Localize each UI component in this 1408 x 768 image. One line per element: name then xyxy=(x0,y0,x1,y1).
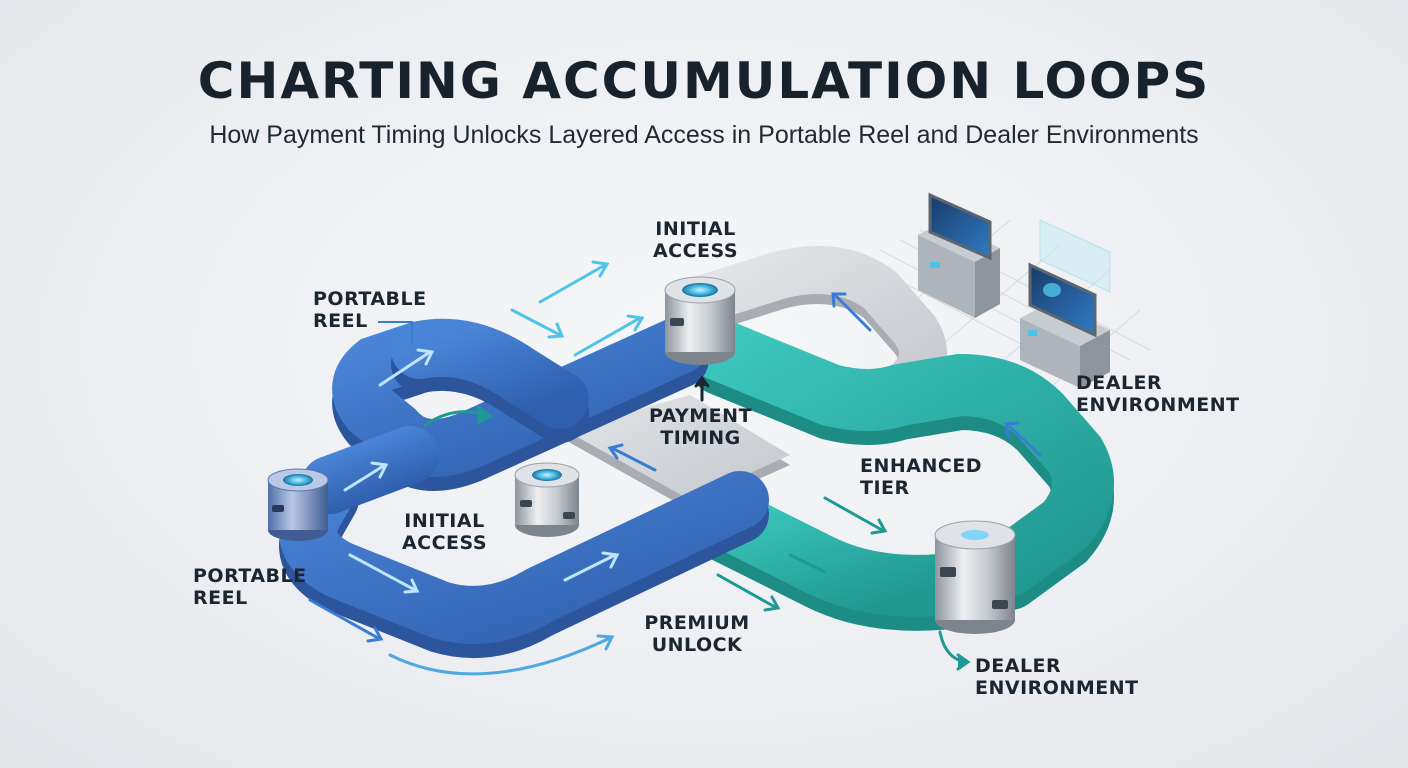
device-cylinder-icon xyxy=(934,520,1016,634)
arrow-icon xyxy=(547,322,565,339)
arrow-icon xyxy=(403,578,420,594)
arrow-icon xyxy=(956,653,971,671)
device-cylinder-icon xyxy=(514,462,580,537)
teal-track xyxy=(689,319,1114,631)
arrow-icon xyxy=(348,553,417,592)
portable-reel-connector xyxy=(378,321,413,345)
device-cylinder-icon xyxy=(664,276,736,365)
arrow-icon xyxy=(823,496,884,532)
arrow-icon xyxy=(1006,423,1042,457)
arrow-icon xyxy=(831,292,847,308)
arrow-icon xyxy=(716,573,777,609)
arrow-icon xyxy=(538,263,607,304)
arrow-icon xyxy=(378,350,432,387)
dealer-terminal-icon xyxy=(918,192,1000,318)
arrow-icon xyxy=(833,293,872,332)
device-cylinder-icon xyxy=(267,468,329,541)
arrow-icon xyxy=(370,461,389,479)
arrow-icon xyxy=(596,634,615,651)
arrow-icon xyxy=(763,595,781,612)
arrow-icon xyxy=(366,626,384,643)
page-subtitle: How Payment Timing Unlocks Layered Acces… xyxy=(209,121,1199,149)
track-arrows xyxy=(308,260,1042,676)
arrow-icon xyxy=(563,553,617,582)
arrow-icon xyxy=(607,443,624,460)
arrow-icon xyxy=(388,636,612,676)
arrow-icon xyxy=(870,518,888,535)
arrow-icon xyxy=(1004,421,1020,438)
arrow-icon xyxy=(510,308,562,337)
arrow-icon xyxy=(601,551,620,569)
arrow-icon xyxy=(610,446,657,472)
arrow-icon xyxy=(476,405,493,425)
page-title: CHARTING ACCUMULATION LOOPS xyxy=(197,52,1211,110)
arrow-icon xyxy=(308,598,380,640)
arrow-icon xyxy=(788,553,827,574)
arrow-icon xyxy=(694,375,710,388)
arrow-icon xyxy=(343,463,387,492)
arrow-icon xyxy=(626,314,645,332)
arrow-icon xyxy=(591,260,610,278)
dealer-terminal-icon xyxy=(1020,219,1111,388)
arrow-icon xyxy=(416,348,435,366)
arrow-icon xyxy=(573,316,642,357)
